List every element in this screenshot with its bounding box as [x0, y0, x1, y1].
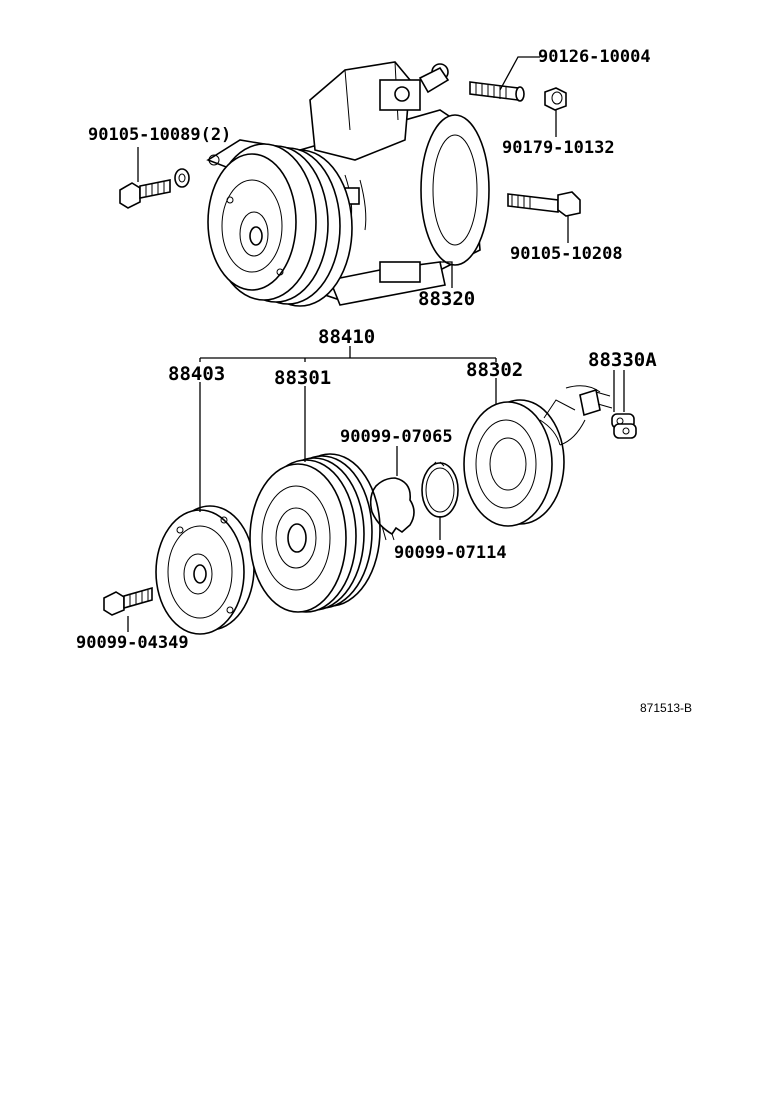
label-harness-88330a: 88330A: [588, 349, 657, 371]
label-stator-88302: 88302: [466, 359, 523, 381]
part-labels: 90126-10004 90179-10132 90105-10089(2) 9…: [76, 47, 692, 715]
label-pulley-88301: 88301: [274, 367, 331, 389]
reference-code: 871513-B: [640, 701, 692, 715]
label-pressure-plate-88403: 88403: [168, 363, 225, 385]
snap-ring-90099-07114-part: [421, 461, 459, 518]
nut-90179-10132-part: [544, 87, 567, 111]
label-nut-90179-10132: 90179-10132: [502, 138, 615, 158]
bolt-90126-10004-part: [469, 81, 525, 102]
pulley-88301-part: [249, 453, 381, 613]
label-compressor-88320: 88320: [418, 288, 475, 310]
label-bolt-90105-10089: 90105-10089(2): [88, 125, 231, 145]
leader-lines: [127, 56, 625, 632]
label-clutch-assy-88410: 88410: [318, 326, 375, 348]
compressor-assembly: [206, 61, 490, 307]
stator-88302-part: [463, 399, 586, 527]
pressure-plate-88403-part: [155, 505, 255, 635]
bolt-90105-10208-part: [507, 191, 581, 217]
label-bolt-90126-10004: 90126-10004: [538, 47, 651, 67]
bolt-90099-04349-part: [103, 586, 153, 616]
label-bolt-90105-10208: 90105-10208: [510, 244, 623, 264]
bolt-90105-10089-part: [119, 168, 190, 209]
snap-ring-90099-07065-part: [369, 477, 415, 541]
label-snap-ring-90099-07065: 90099-07065: [340, 427, 453, 447]
label-bolt-90099-04349: 90099-04349: [76, 633, 189, 653]
harness-88330a-part: [565, 385, 637, 439]
label-snap-ring-90099-07114: 90099-07114: [394, 543, 507, 563]
